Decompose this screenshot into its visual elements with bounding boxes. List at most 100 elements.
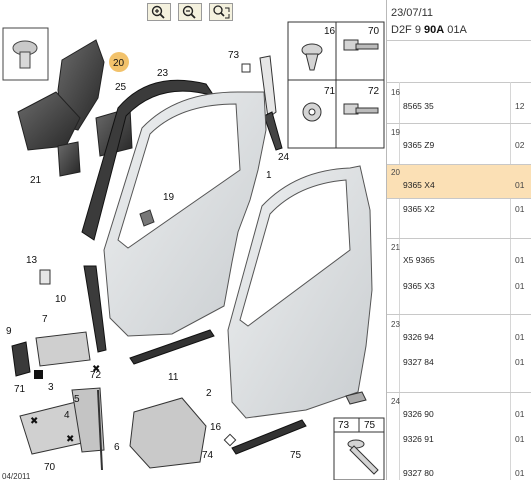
callout-label[interactable]: 1 bbox=[266, 170, 272, 181]
diagram-date-stamp: 04/2011 bbox=[2, 472, 31, 480]
part-qty: 01 bbox=[515, 332, 525, 342]
callout-label[interactable]: 75 bbox=[290, 450, 302, 461]
part-qty: 01 bbox=[515, 255, 525, 265]
callout-label[interactable]: 5 bbox=[74, 394, 80, 405]
part-ref[interactable]: X5 9365 bbox=[403, 255, 435, 265]
callout-label[interactable]: 25 bbox=[115, 82, 127, 93]
trim-end bbox=[345, 391, 367, 405]
code-suffix: 01A bbox=[444, 24, 467, 36]
part-qty: 01 bbox=[515, 468, 525, 478]
divider bbox=[387, 314, 531, 315]
panel-code: D2F 9 90A 01A bbox=[391, 24, 467, 36]
nut-icon bbox=[302, 102, 322, 122]
group-number: 19 bbox=[391, 128, 400, 137]
part-ref[interactable]: 9365 X3 bbox=[403, 281, 435, 291]
group-number: 16 bbox=[391, 88, 400, 97]
part-qty: 01 bbox=[515, 357, 525, 367]
x-mark: ✖ bbox=[66, 434, 74, 445]
zoom-toolbar bbox=[145, 3, 265, 21]
moulding-11 bbox=[129, 329, 215, 365]
callout-label[interactable]: 23 bbox=[157, 68, 169, 79]
divider bbox=[387, 164, 531, 165]
zoom-in-button[interactable] bbox=[147, 3, 171, 21]
inset-callout: 71 bbox=[324, 86, 336, 97]
x-mark: ✖ bbox=[92, 364, 100, 375]
callout-label[interactable]: 74 bbox=[202, 450, 214, 461]
callout-label[interactable]: 6 bbox=[114, 442, 120, 453]
inset-callout: 73 bbox=[338, 420, 350, 431]
pillar-trim bbox=[259, 55, 277, 119]
divider bbox=[387, 198, 531, 199]
code-prefix: D2F 9 bbox=[391, 24, 425, 36]
hinge-5 bbox=[71, 387, 105, 453]
callout-highlight bbox=[109, 52, 129, 72]
zoom-fit-icon bbox=[213, 5, 230, 19]
divider bbox=[387, 82, 531, 83]
door-2-window bbox=[239, 179, 351, 327]
parts-diagram: ✖ ✖ ✖ 16 70 71 72 73 75 20 23 73 2 bbox=[2, 21, 385, 480]
part-ref[interactable]: 9327 84 bbox=[403, 357, 434, 367]
callout-label[interactable]: 73 bbox=[228, 50, 240, 61]
parts-diagram-svg: ✖ ✖ ✖ 16 70 71 72 73 75 20 23 73 2 bbox=[2, 21, 385, 480]
divider bbox=[387, 40, 531, 41]
callout-label[interactable]: 19 bbox=[163, 192, 175, 203]
screw-inset-frame bbox=[2, 27, 49, 81]
callout-label[interactable]: 16 bbox=[210, 422, 222, 433]
row-highlight bbox=[387, 164, 531, 198]
seal-24 bbox=[263, 111, 283, 151]
callout-label[interactable]: 72 bbox=[90, 370, 102, 381]
column-divider bbox=[510, 82, 511, 480]
parts-list-panel: 23/07/11 D2F 9 90A 01A 16 8565 35 12 19 … bbox=[386, 0, 531, 480]
clip-73 bbox=[241, 63, 251, 73]
x-mark: ✖ bbox=[30, 416, 38, 427]
bumper-9 bbox=[11, 341, 31, 377]
panel-date: 23/07/11 bbox=[391, 7, 434, 19]
callout-label[interactable]: 21 bbox=[30, 175, 42, 186]
callout-label[interactable]: 10 bbox=[55, 294, 67, 305]
callout-label[interactable]: 24 bbox=[278, 152, 290, 163]
part-qty: 02 bbox=[515, 140, 525, 150]
inset-callout: 75 bbox=[364, 420, 376, 431]
group-number: 20 bbox=[391, 168, 400, 177]
group-number: 21 bbox=[391, 243, 400, 252]
inset-callout: 72 bbox=[368, 86, 380, 97]
weatherstrip-10 bbox=[83, 265, 107, 353]
part-ref[interactable]: 9365 X4 bbox=[403, 180, 435, 190]
screw-icon bbox=[12, 40, 38, 69]
part-ref[interactable]: 9326 90 bbox=[403, 409, 434, 419]
zoom-out-button[interactable] bbox=[178, 3, 202, 21]
callout-label[interactable]: 9 bbox=[6, 326, 12, 337]
push-clip-icon bbox=[347, 439, 379, 475]
part-ref[interactable]: 9365 X2 bbox=[403, 204, 435, 214]
zoom-out-icon bbox=[182, 5, 196, 19]
zoom-in-icon bbox=[151, 5, 165, 19]
callout-label[interactable]: 13 bbox=[26, 255, 38, 266]
bolt-icon bbox=[343, 39, 379, 51]
part-ref[interactable]: 9326 94 bbox=[403, 332, 434, 342]
inset-callout: 16 bbox=[324, 26, 336, 37]
callout-label[interactable]: 11 bbox=[168, 372, 179, 383]
part-ref[interactable]: 8565 35 bbox=[403, 101, 434, 111]
column-divider bbox=[399, 82, 400, 480]
part-ref[interactable]: 9365 Z9 bbox=[403, 140, 435, 150]
bolt-icon bbox=[343, 103, 379, 115]
clip-16 bbox=[223, 433, 237, 447]
part-ref[interactable]: 9327 80 bbox=[403, 468, 434, 478]
callout-labels: 20 23 73 25 24 1 19 21 13 10 9 7 72 71 3… bbox=[6, 50, 302, 473]
callout-label[interactable]: 7 bbox=[42, 314, 48, 325]
callout-label[interactable]: 20 bbox=[113, 58, 125, 69]
part-qty: 01 bbox=[515, 434, 525, 444]
code-bold: 90A bbox=[424, 24, 445, 36]
callout-label[interactable]: 71 bbox=[14, 384, 26, 395]
callout-label[interactable]: 4 bbox=[64, 410, 70, 421]
trim-panel bbox=[17, 91, 81, 151]
divider bbox=[387, 392, 531, 393]
zoom-fit-button[interactable] bbox=[209, 3, 233, 21]
part-ref[interactable]: 9326 91 bbox=[403, 434, 434, 444]
callout-label[interactable]: 3 bbox=[48, 382, 54, 393]
divider bbox=[387, 238, 531, 239]
callout-label[interactable]: 2 bbox=[206, 388, 212, 399]
part-qty: 01 bbox=[515, 281, 525, 291]
inset-callout: 70 bbox=[368, 26, 380, 37]
callout-label[interactable]: 70 bbox=[44, 462, 56, 473]
